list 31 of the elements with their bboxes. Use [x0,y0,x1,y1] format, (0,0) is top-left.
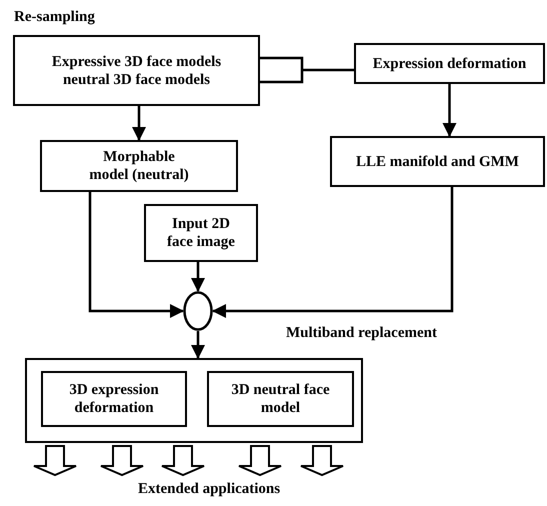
hollow-arrow [33,445,77,476]
process-box [354,43,545,84]
process-box [144,204,258,262]
text-label: Re-sampling [14,8,95,27]
hollow-arrow [238,445,282,476]
hollow-arrow [300,445,344,476]
process-box [41,371,187,427]
arrow [191,331,205,359]
arrow [191,262,205,292]
arrow [258,56,356,84]
junction-circle [183,291,213,331]
group-box [25,358,363,443]
text-label: Extended applications [138,480,280,499]
node-label: 3D expression deformation [68,381,160,417]
node-label: Input 2D face image [166,215,236,251]
process-box [330,136,545,187]
node-label: 3D neutral face model [230,381,331,417]
hollow-arrow [161,445,205,476]
arrow [212,187,454,318]
arrow [88,192,184,318]
hollow-arrow [100,445,144,476]
process-box [13,35,260,106]
node-label: Morphable model (neutral) [88,148,190,184]
process-box [207,371,354,427]
process-box [40,140,238,192]
node-label: Expression deformation [372,54,528,72]
arrow [132,106,146,141]
arrow [442,84,456,137]
node-label: LLE manifold and GMM [355,152,520,170]
node-label: Expressive 3D face models [50,52,222,70]
node-label: neutral 3D face models [62,70,212,88]
